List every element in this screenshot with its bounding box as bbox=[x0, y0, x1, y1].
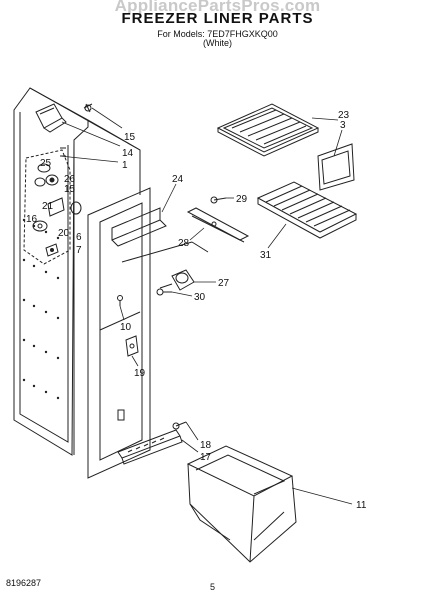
doc-number: 8196287 bbox=[6, 578, 42, 588]
page-title: FREEZER LINER PARTS bbox=[121, 10, 314, 27]
callout-17: 17 bbox=[200, 452, 212, 463]
control-cluster bbox=[32, 163, 82, 257]
rail-17 bbox=[117, 429, 183, 465]
callout-28: 28 bbox=[178, 238, 190, 249]
callout-3: 3 bbox=[340, 120, 346, 131]
callout-14: 14 bbox=[122, 148, 134, 159]
shelf-cover-3 bbox=[317, 143, 355, 191]
color-line: (White) bbox=[203, 38, 232, 48]
part-15-screw bbox=[83, 103, 93, 113]
freezer-shelf-23 bbox=[216, 103, 320, 157]
screw-10 bbox=[117, 295, 123, 306]
callout-21: 21 bbox=[42, 201, 54, 212]
freezer-bin-11 bbox=[186, 445, 297, 563]
callout-7: 7 bbox=[76, 245, 82, 256]
callout-30: 30 bbox=[194, 292, 206, 303]
callout-19: 19 bbox=[134, 368, 146, 379]
callouts: 15 14 1 25 26 15 21 16 20 6 7 23 3 24 29… bbox=[26, 110, 367, 511]
callout-16: 16 bbox=[26, 214, 38, 225]
callout-11: 11 bbox=[356, 500, 367, 511]
part-19-clip bbox=[125, 335, 139, 357]
wire-shelf-31 bbox=[256, 181, 358, 239]
freezer-liner-body bbox=[13, 87, 141, 456]
callout-29: 29 bbox=[236, 194, 248, 205]
callout-6: 6 bbox=[76, 232, 82, 243]
site-watermark: AppliancePartsPros.com bbox=[114, 0, 321, 15]
callout-24: 24 bbox=[172, 174, 184, 185]
callout-10: 10 bbox=[120, 322, 132, 333]
damper-assembly-27 bbox=[121, 241, 209, 291]
screw-29 bbox=[210, 196, 227, 204]
callout-27: 27 bbox=[218, 278, 230, 289]
callout-18: 18 bbox=[200, 440, 212, 451]
callout-23: 23 bbox=[338, 110, 350, 121]
callout-26: 26 bbox=[64, 174, 76, 185]
callout-31: 31 bbox=[260, 250, 272, 261]
callout-15a: 15 bbox=[124, 132, 136, 143]
screw-18 bbox=[172, 421, 187, 430]
part-14-bracket bbox=[35, 103, 67, 133]
callout-20: 20 bbox=[58, 228, 70, 239]
callout-25: 25 bbox=[40, 158, 52, 169]
callout-1: 1 bbox=[122, 160, 128, 171]
liner-front-frame bbox=[87, 187, 167, 479]
leader-lines bbox=[59, 107, 353, 505]
callout-15b: 15 bbox=[64, 184, 76, 195]
shelf-support-28 bbox=[186, 207, 250, 243]
screw-30 bbox=[156, 288, 172, 296]
page-number: 5 bbox=[210, 582, 216, 592]
models-line: For Models: 7ED7FHGXKQ00 bbox=[157, 29, 278, 39]
